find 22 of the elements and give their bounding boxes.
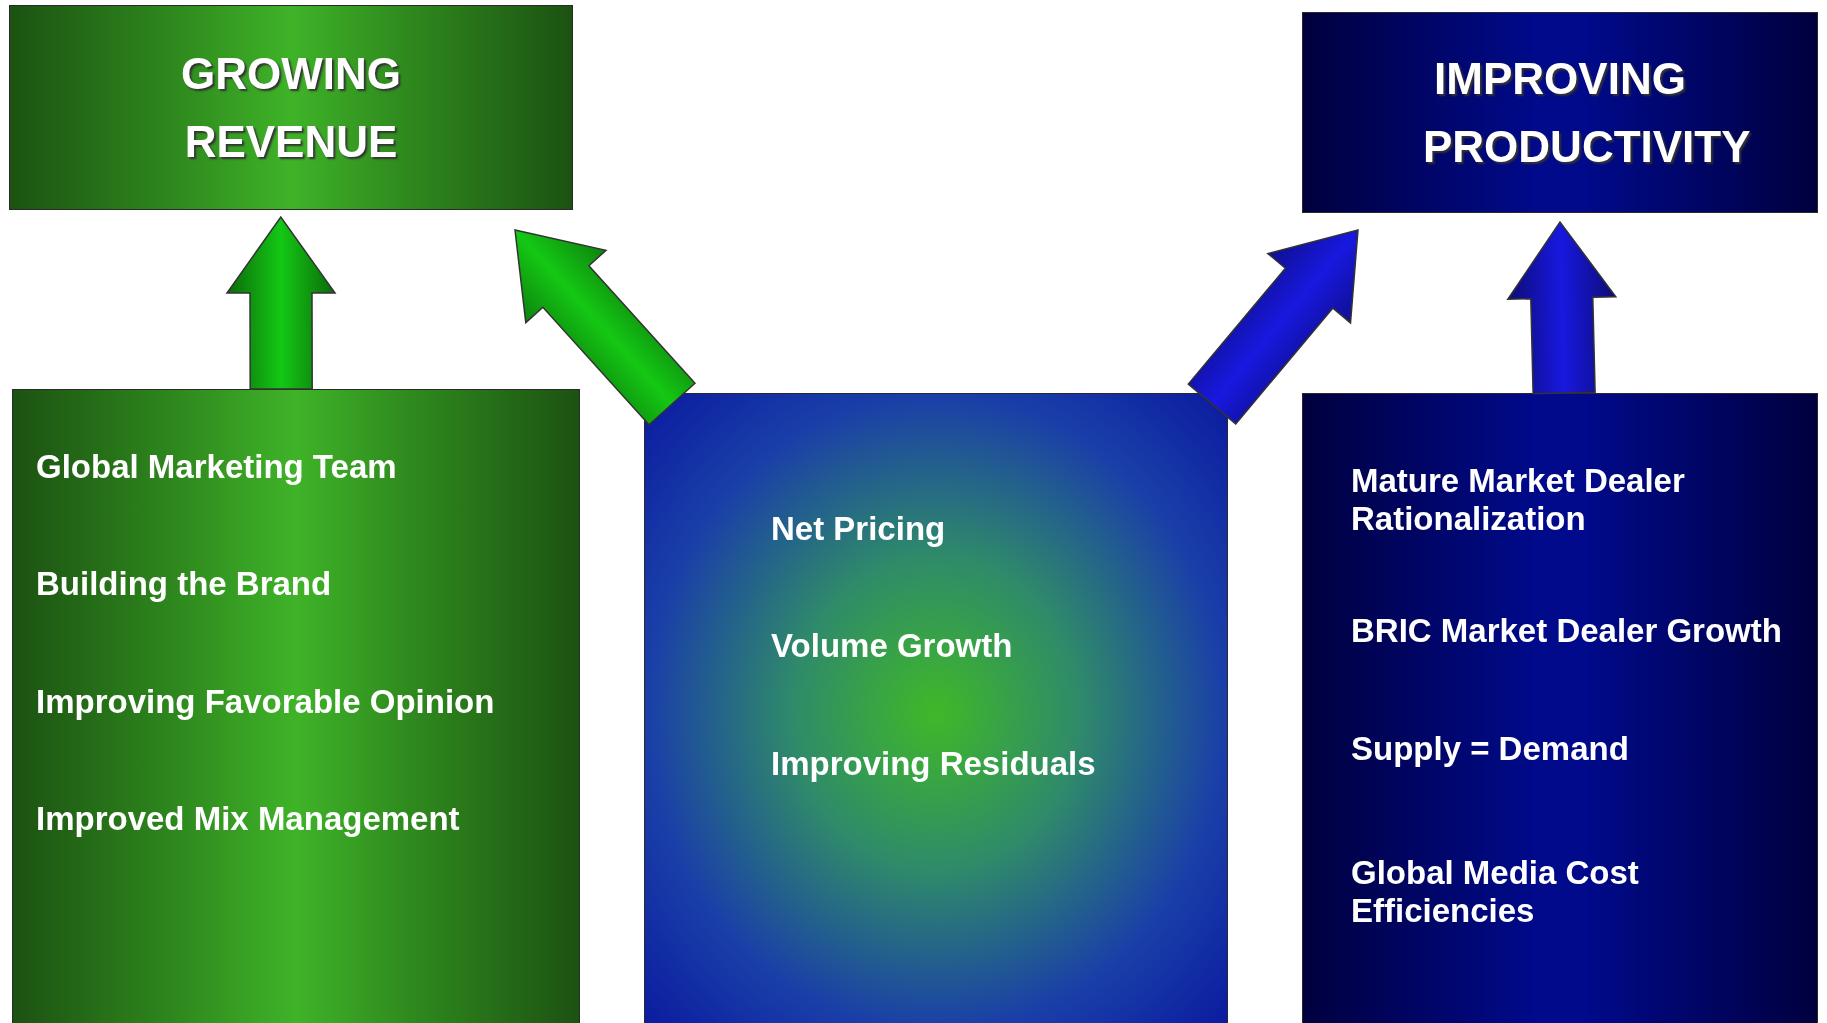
list-item: Improved Mix Management [36, 800, 461, 838]
list-item: Improving Favorable Opinion [36, 683, 496, 721]
list-item: Net Pricing [771, 510, 947, 548]
list-item: Improving Residuals [771, 745, 1097, 783]
list-item: Building the Brand [36, 565, 333, 603]
list-item: Mature Market Dealer Rationalization [1351, 462, 1686, 538]
block-arrow [225, 215, 337, 390]
list-box [1302, 393, 1818, 1023]
list-item: Volume Growth [771, 627, 1014, 665]
block-arrow [514, 229, 697, 426]
heading-box [1302, 12, 1818, 213]
list-item: Global Marketing Team [36, 448, 398, 486]
block-arrow [1506, 220, 1618, 395]
heading-text: GROWING REVENUE [180, 47, 402, 168]
heading-box [9, 5, 573, 210]
list-item: Global Media Cost Efficiencies [1351, 854, 1640, 930]
list-item: BRIC Market Dealer Growth [1351, 612, 1783, 650]
list-item: Supply = Demand [1351, 730, 1630, 768]
heading-text: IMPROVING PRODUCTIVITY [1422, 52, 1752, 173]
block-arrow [1187, 229, 1359, 425]
list-box [12, 389, 580, 1023]
list-box [644, 393, 1228, 1023]
